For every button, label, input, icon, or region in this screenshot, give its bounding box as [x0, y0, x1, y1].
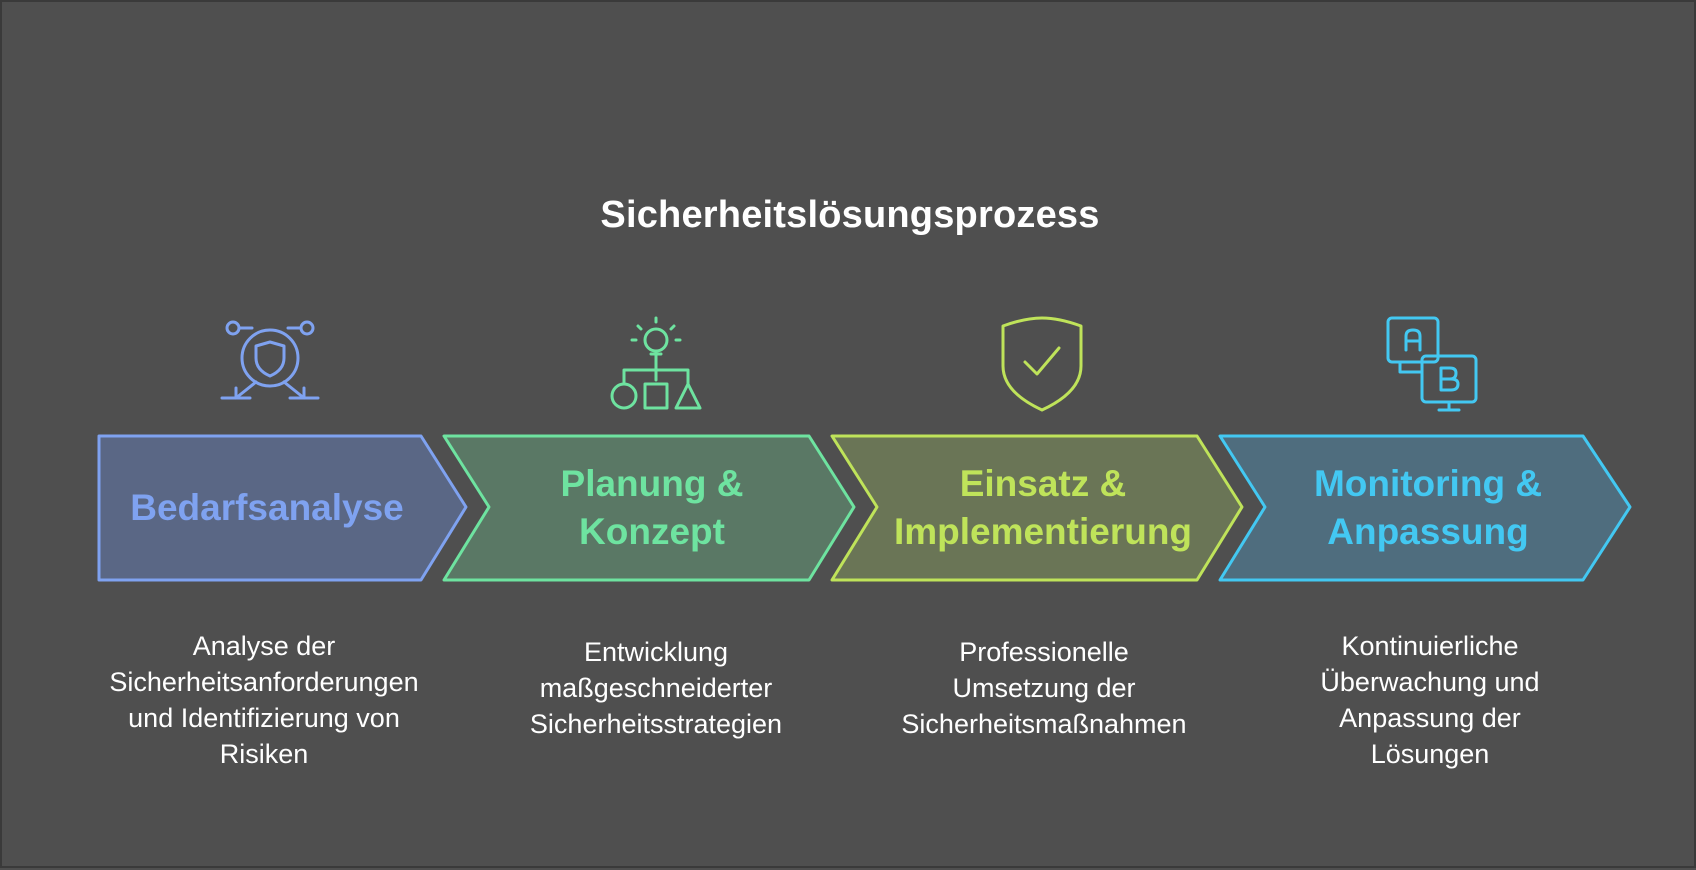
step-4-description-line: Lösungen — [1370, 739, 1490, 769]
step-1-label: Bedarfsanalyse — [102, 436, 432, 580]
step-4-label: Monitoring & Anpassung — [1258, 436, 1598, 580]
step-2-arrow — [442, 434, 856, 582]
step-2-label-line-2: Konzept — [579, 511, 725, 552]
step-4-description: Kontinuierliche Überwachung und Anpassun… — [1228, 628, 1632, 772]
step-4-label-line-1: Monitoring & — [1313, 463, 1543, 504]
step-3-description-line: Sicherheitsmaßnahmen — [901, 709, 1187, 739]
lightbulb-shapes-icon — [610, 316, 702, 410]
step-1-label-line: Bedarfsanalyse — [130, 487, 404, 528]
step-3-label: Einsatz & Implementierung — [870, 436, 1216, 580]
step-3-label-line-2: Implementierung — [893, 511, 1193, 552]
step-1-description-line: und Identifizierung von — [128, 703, 400, 733]
step-2-description-line: Entwicklung — [583, 637, 729, 667]
step-1-description-line: Analyse der — [192, 631, 336, 661]
step-2-label: Planung & Konzept — [482, 436, 822, 580]
step-3-description: Professionelle Umsetzung der Sicherheits… — [840, 634, 1248, 742]
step-2-description-line: maßgeschneiderter — [539, 673, 773, 703]
shield-check-icon — [1001, 316, 1083, 412]
step-1-description-line: Sicherheitsanforderungen — [109, 667, 419, 697]
step-1-description: Analyse der Sicherheitsanforderungen und… — [62, 628, 466, 772]
step-4-description-line: Überwachung und — [1320, 667, 1540, 697]
step-1-arrow — [97, 434, 468, 582]
step-3-arrow — [830, 434, 1244, 582]
step-3-description-line: Professionelle — [959, 637, 1129, 667]
step-3-label-line-1: Einsatz & — [959, 463, 1127, 504]
step-2-description: Entwicklung maßgeschneiderter Sicherheit… — [452, 634, 860, 742]
shield-network-icon — [220, 320, 320, 400]
step-4-label-line-2: Anpassung — [1327, 511, 1529, 552]
step-4-arrow — [1218, 434, 1632, 582]
step-1-description-line: Risiken — [219, 739, 309, 769]
step-4-description-line: Kontinuierliche — [1341, 631, 1519, 661]
step-3-description-line: Umsetzung der — [952, 673, 1136, 703]
step-2-label-line-1: Planung & — [560, 463, 744, 504]
ab-test-icon — [1386, 316, 1478, 412]
diagram-title: Sicherheitslösungsprozess — [600, 194, 1100, 236]
step-4-description-line: Anpassung der — [1339, 703, 1521, 733]
step-2-description-line: Sicherheitsstrategien — [529, 709, 783, 739]
